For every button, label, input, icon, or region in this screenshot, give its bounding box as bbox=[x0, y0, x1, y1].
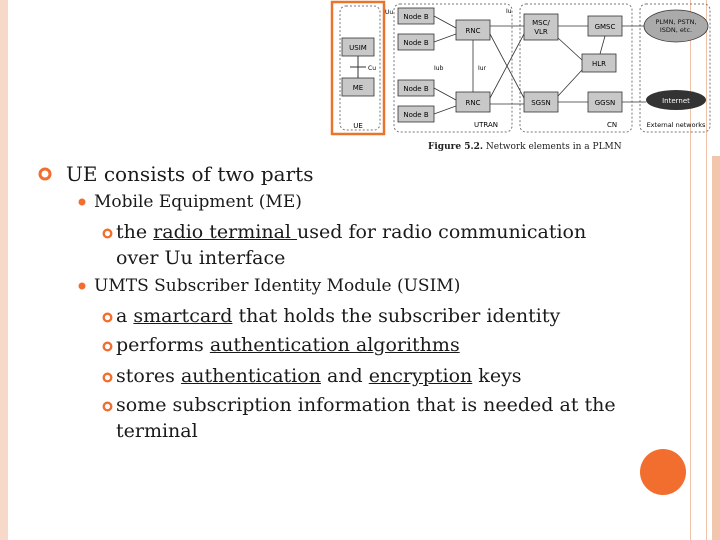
ue-group-box bbox=[339, 5, 381, 131]
me-box bbox=[341, 77, 375, 97]
radio-terminal-term: radio terminal bbox=[153, 221, 298, 243]
usim-label: USIM bbox=[349, 44, 367, 52]
usim-item-smartcard: a smartcard that holds the subscriber id… bbox=[116, 305, 561, 327]
fancy-bullet-icon bbox=[102, 312, 113, 323]
right-decorative-bar bbox=[712, 156, 720, 540]
figure-caption-text: Network elements in a PLMN bbox=[485, 142, 622, 152]
fancy-bullet-icon bbox=[38, 167, 52, 181]
uu-label: Uu bbox=[385, 9, 393, 16]
fancy-bullet-icon bbox=[102, 341, 113, 352]
cn-group-box bbox=[519, 3, 633, 133]
svg-text:GGSN: GGSN bbox=[595, 99, 616, 107]
usim-item-subscription: some subscription information that is ne… bbox=[116, 394, 616, 416]
encryption-term: encryption bbox=[368, 365, 473, 387]
cu-label: Cu bbox=[368, 65, 376, 72]
ue-highlight-box bbox=[330, 0, 386, 136]
iub-label: Iub bbox=[434, 65, 444, 72]
svg-text:VLR: VLR bbox=[534, 28, 548, 36]
svg-text:Node B: Node B bbox=[403, 39, 428, 47]
svg-text:HLR: HLR bbox=[592, 60, 606, 68]
right-decorative-line bbox=[690, 0, 691, 540]
utran-group-box bbox=[393, 3, 513, 133]
bullet-dot-icon bbox=[78, 282, 86, 290]
right-decorative-line bbox=[706, 0, 707, 540]
smartcard-term: smartcard bbox=[133, 305, 233, 327]
msc-vlr-box bbox=[523, 13, 559, 41]
authentication-term: authentication bbox=[180, 365, 321, 387]
me-item-continued: over Uu interface bbox=[116, 247, 286, 269]
svg-text:GMSC: GMSC bbox=[595, 23, 616, 31]
iu-label: Iu bbox=[506, 8, 512, 15]
svg-text:RNC: RNC bbox=[466, 99, 481, 107]
usim-item-subscription-continued: terminal bbox=[116, 420, 198, 442]
internet-cloud bbox=[646, 90, 706, 110]
left-decorative-bar bbox=[0, 0, 8, 540]
svg-text:MSC/: MSC/ bbox=[532, 19, 550, 27]
me-title: Mobile Equipment (ME) bbox=[94, 192, 302, 212]
figure-caption: Figure 5.2. Network elements in a PLMN bbox=[428, 142, 622, 152]
svg-text:Node B: Node B bbox=[403, 85, 428, 93]
me-item: the radio terminal used for radio commun… bbox=[116, 221, 587, 243]
external-group-box bbox=[639, 3, 711, 133]
usim-title: UMTS Subscriber Identity Module (USIM) bbox=[94, 276, 461, 296]
main-point: UE consists of two parts bbox=[66, 162, 314, 186]
svg-text:Node B: Node B bbox=[403, 13, 428, 21]
fancy-bullet-icon bbox=[102, 228, 113, 239]
ue-label: UE bbox=[353, 122, 363, 130]
hlr-box bbox=[581, 53, 617, 73]
iur-label: Iur bbox=[478, 65, 487, 72]
authentication-algorithms-term: authentication algorithms bbox=[209, 334, 460, 356]
svg-text:ISDN, etc.: ISDN, etc. bbox=[660, 26, 692, 34]
decorative-orange-circle bbox=[640, 449, 686, 495]
bullet-dot-icon bbox=[78, 198, 86, 206]
fancy-bullet-icon bbox=[102, 372, 113, 383]
utran-label: UTRAN bbox=[474, 121, 498, 129]
svg-text:SGSN: SGSN bbox=[531, 99, 551, 107]
usim-item-authentication: performs authentication algorithms bbox=[116, 334, 460, 356]
svg-text:Internet: Internet bbox=[662, 97, 690, 105]
cn-label: CN bbox=[607, 121, 617, 129]
external-networks-label: External networks bbox=[647, 121, 706, 129]
network-diagram: USIM Cu ME UE Uu Node B Node B Node B No… bbox=[330, 0, 711, 136]
me-label: ME bbox=[353, 84, 363, 92]
usim-item-keys: stores authentication and encryption key… bbox=[116, 365, 522, 387]
svg-text:Node B: Node B bbox=[403, 111, 428, 119]
fancy-bullet-icon bbox=[102, 401, 113, 412]
svg-text:PLMN, PSTN,: PLMN, PSTN, bbox=[655, 18, 696, 26]
figure-number: Figure 5.2. bbox=[428, 142, 484, 152]
svg-text:RNC: RNC bbox=[466, 27, 481, 35]
